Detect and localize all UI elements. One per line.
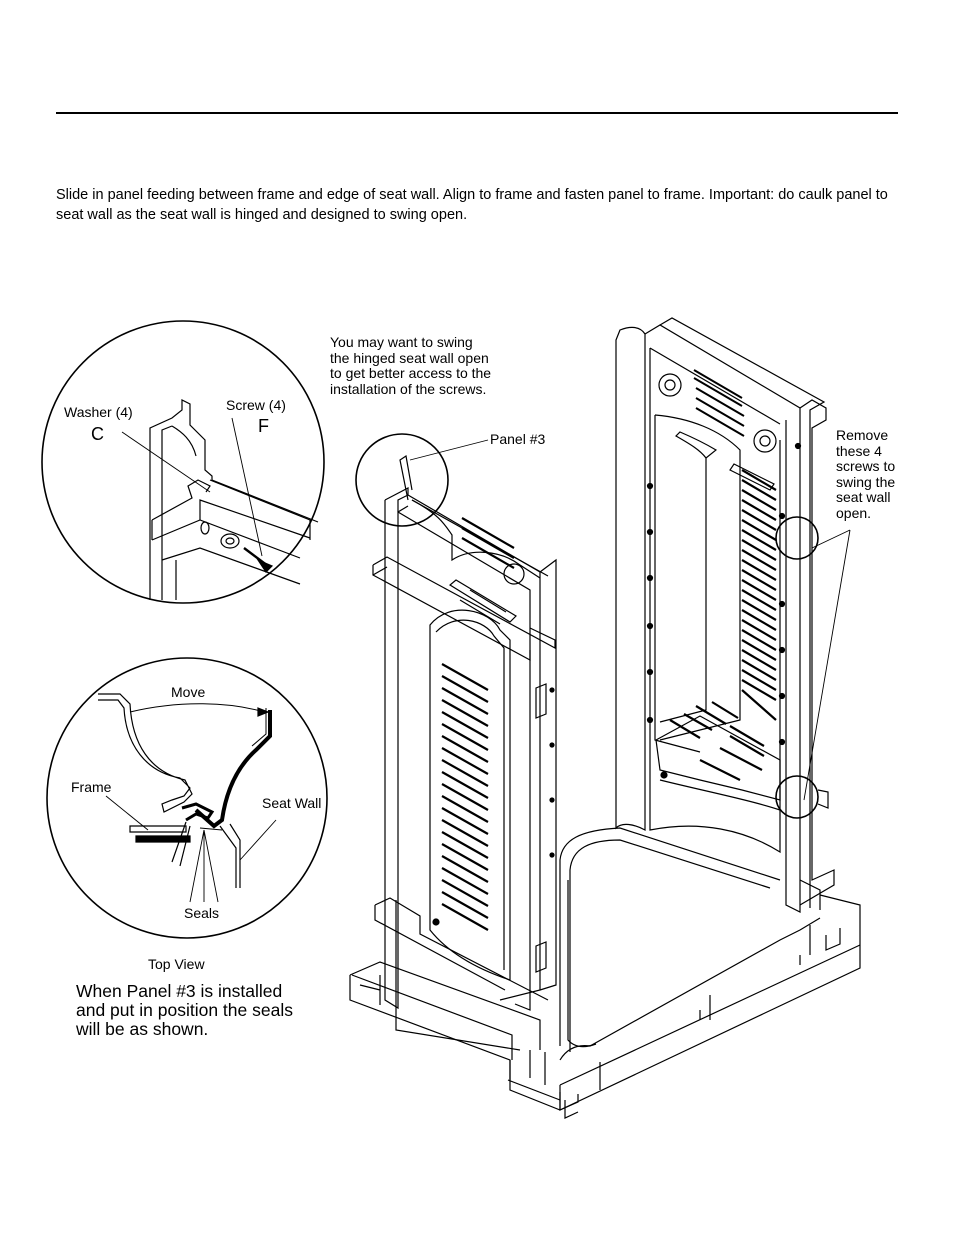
frame-label: Frame	[71, 779, 112, 795]
seat-wall	[615, 317, 835, 913]
swing-seat-wall-note: You may want to swing the hinged seat wa…	[330, 334, 492, 397]
tub-floor	[559, 827, 821, 1061]
screw-part-letter: F	[258, 416, 269, 436]
base-frame	[349, 879, 861, 1119]
move-label: Move	[171, 684, 206, 700]
screw-label: Screw (4)	[226, 397, 286, 413]
seals-label: Seals	[184, 905, 220, 921]
washer-part-letter: C	[91, 424, 104, 444]
washer-label: Washer (4)	[64, 404, 133, 420]
panel-3-label: Panel #3	[490, 431, 546, 447]
remove-screws-note: Remove these 4 screws to swing the seat …	[836, 427, 896, 521]
callouts	[355, 433, 851, 819]
seal-detail	[46, 657, 328, 939]
panel-3	[372, 454, 557, 1051]
hardware-detail	[41, 320, 325, 604]
seals-position-note: When Panel #3 is installed and put in po…	[76, 981, 293, 1039]
top-view-caption: Top View	[148, 956, 205, 972]
header-rule	[56, 112, 898, 114]
instructions-text: Slide in panel feeding between frame and…	[56, 187, 888, 223]
seat-wall-label: Seat Wall	[262, 795, 322, 811]
